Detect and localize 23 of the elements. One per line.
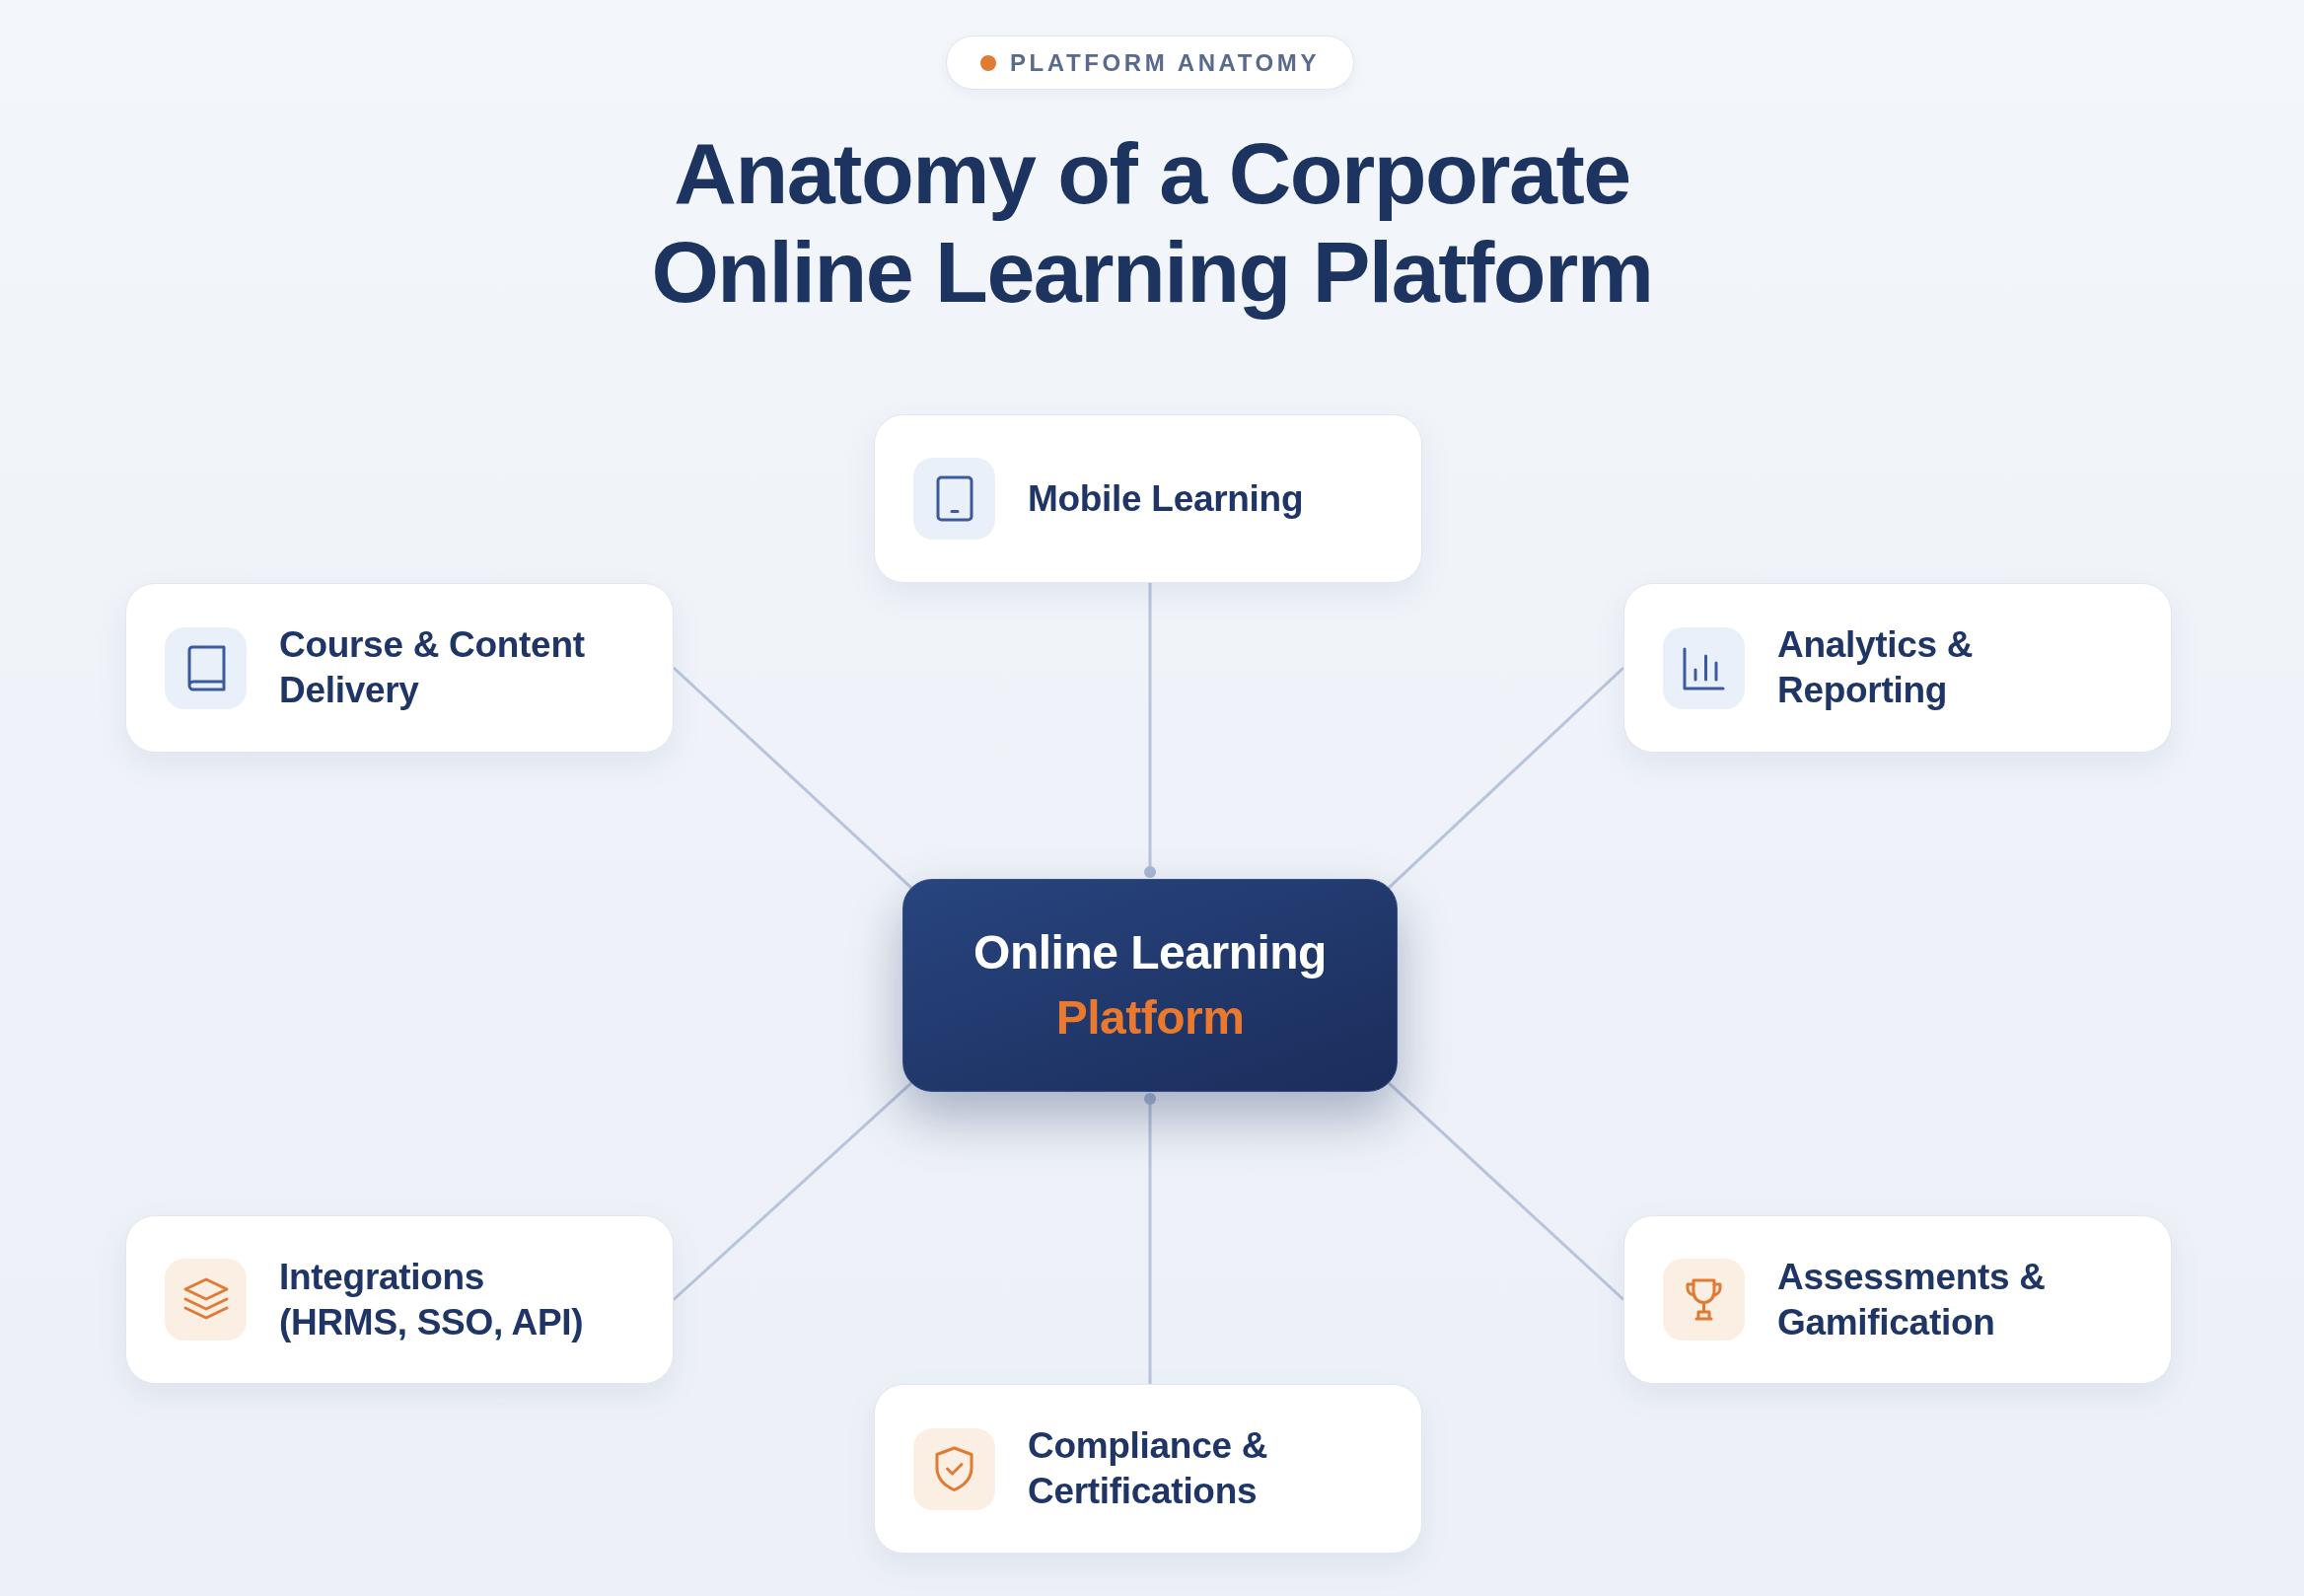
connector-line (672, 666, 912, 889)
topic-card (125, 583, 674, 753)
hub-subtitle: Platform (1055, 990, 1245, 1046)
title: Anatomy of a Corporate Online Learning Platform (650, 124, 1654, 322)
connector-line (1144, 1093, 1156, 1384)
topic-card (874, 414, 1422, 583)
card-title: Compliance & Certifications (1028, 1424, 1269, 1513)
topic-card (1623, 583, 2172, 753)
connector-line (1388, 1082, 1624, 1301)
card-title: Assessments & Gamification (1777, 1255, 2047, 1344)
topic-card (874, 1384, 1422, 1554)
connector-line (1144, 583, 1156, 878)
connector-line (673, 1082, 912, 1301)
topic-card (125, 1215, 674, 1384)
card-title: Analytics & Reporting (1777, 623, 1975, 712)
card-title: Course & Content Delivery (279, 623, 586, 712)
topic-card (1623, 1215, 2172, 1384)
connector-line (1388, 666, 1625, 889)
card-title: Integrations (HRMS, SSO, API) (279, 1255, 585, 1344)
card-title: Mobile Learning (1028, 476, 1304, 521)
hub-box (902, 879, 1398, 1092)
badge-label: PLATFORM ANATOMY (1010, 48, 1321, 77)
hub-title: Online Learning (973, 925, 1327, 980)
